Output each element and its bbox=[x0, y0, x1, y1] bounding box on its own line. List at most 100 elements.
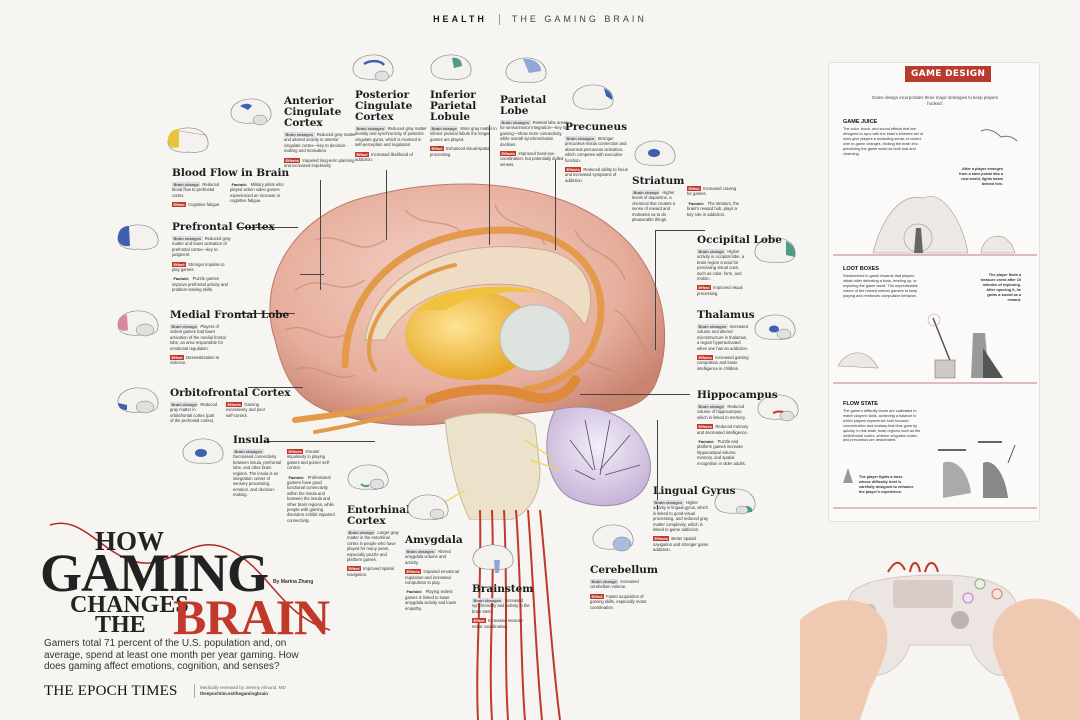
brain-thumbnail-icon bbox=[634, 140, 676, 166]
intro-paragraph: Gamers total 71 percent of the U.S. popu… bbox=[44, 638, 299, 672]
brain-changes-tag: Brain changes bbox=[500, 120, 531, 125]
effect-text: Improved visual processing. bbox=[697, 285, 743, 296]
brain-change-text: More gray matter in inferior parietal lo… bbox=[430, 126, 497, 142]
brain-changes-tag: Brain changes bbox=[172, 236, 203, 241]
eagle-sketch-icon bbox=[980, 129, 1018, 142]
effect-text: Cognitive fatigue. bbox=[188, 202, 221, 208]
effect-tag: Effect bbox=[430, 146, 445, 152]
effect-tag: Effect bbox=[472, 618, 487, 624]
effect-text: Improved spatial navigation. bbox=[347, 566, 394, 577]
brain-change-tag: Brain change bbox=[697, 404, 726, 409]
brain-change-text: Reduced blood flow to prefrontal cortex. bbox=[172, 182, 220, 198]
game-design-subtitle: Game design incorporates three major str… bbox=[871, 95, 999, 106]
brain-thumbnail-icon bbox=[352, 54, 394, 82]
region-title: Insula bbox=[233, 434, 270, 446]
region-title: Brainstem bbox=[472, 583, 534, 595]
brain-change-text: Larger gray matter in the entorhinal cor… bbox=[347, 530, 399, 563]
leader-line bbox=[248, 387, 303, 388]
region-title: Prefrontal Cortex bbox=[172, 221, 275, 233]
brain-change-tag: Brain change bbox=[170, 402, 199, 407]
effect-text: Gaming excessively and poor self-control… bbox=[226, 402, 266, 418]
leader-line bbox=[655, 230, 656, 350]
effects-tag: Effects bbox=[405, 569, 422, 575]
leader-line bbox=[555, 160, 556, 250]
factoid-tag: Factoid: bbox=[231, 182, 248, 187]
effects-tag: Effects bbox=[284, 157, 301, 163]
effect-text: Increased craving for games. bbox=[687, 186, 737, 197]
brain-changes-tag: Brain changes bbox=[653, 500, 684, 505]
effect-text: Increased sensory-motor coordination. bbox=[472, 618, 524, 629]
title-brain: BRAIN bbox=[173, 589, 330, 645]
caption-treasure: The player finds a treasure chest after … bbox=[980, 273, 1021, 302]
brain-change-tag: Brain change bbox=[697, 249, 726, 254]
effects-tag: Effects bbox=[226, 402, 243, 407]
region-posterior-cingulate: Posterior Cingulate Cortex Brain changes… bbox=[355, 90, 427, 166]
region-title: Lingual Gyrus bbox=[653, 485, 736, 497]
brain-illustration bbox=[255, 170, 675, 521]
brain-change-text: Reduced volume of hippocampus, which is … bbox=[697, 404, 746, 420]
brain-change-text: Decreased connectivity between insula, p… bbox=[233, 454, 281, 498]
effect-tag: Effect bbox=[687, 186, 702, 191]
brain-thumbnail-icon bbox=[754, 237, 796, 263]
effect-text: Increased likelihood of addiction. bbox=[355, 151, 413, 163]
brain-sagittal-icon bbox=[269, 183, 666, 521]
brain-thumbnail-icon bbox=[167, 127, 209, 153]
factoid-tag: Factoid: bbox=[173, 276, 190, 282]
factoid-text: Puzzle games improve prefrontal activity… bbox=[172, 276, 228, 293]
brain-change-tag: Brain change bbox=[170, 324, 199, 329]
caption-boss: The player fights a boss whose difficult… bbox=[859, 475, 914, 494]
region-title: Posterior Cingulate Cortex bbox=[355, 89, 413, 123]
effect-tag: Effect bbox=[355, 151, 370, 157]
brain-thumbnail-icon bbox=[407, 494, 449, 520]
portal-scene-sketch-icon bbox=[833, 196, 1037, 256]
effect-text: Reduced memory and decreased intelligenc… bbox=[697, 424, 749, 435]
article-url[interactable]: theepochtim.es/thegamingbrain bbox=[200, 691, 269, 696]
effects-tag: Effects bbox=[565, 167, 582, 173]
leader-line bbox=[238, 227, 298, 228]
title-the: THE bbox=[95, 612, 146, 638]
brain-change-tag: Brain change bbox=[430, 126, 459, 131]
brain-changes-tag: Brain changes bbox=[405, 549, 436, 554]
brain-thumbnail-icon bbox=[757, 394, 799, 422]
effect-text: Reduced ability to focus and increased s… bbox=[565, 167, 628, 183]
effect-tag: Effect bbox=[590, 593, 605, 599]
effect-text: Impaired emotional regulation and increa… bbox=[405, 569, 459, 586]
region-title: Entorhinal Cortex bbox=[347, 504, 411, 527]
loot-boxes-section: LOOT BOXES Randomized in-game rewards th… bbox=[843, 266, 923, 299]
region-title: Anterior Cingulate Cortex bbox=[284, 95, 342, 129]
nerve-strands-icon bbox=[476, 510, 561, 720]
brain-changes-tag: Brain changes bbox=[233, 449, 264, 454]
effect-text: Faster acquisition of gaming skills, esp… bbox=[590, 593, 647, 610]
brain-change-text: Increased cerebellum volume. bbox=[590, 579, 639, 590]
section-heading: FLOW STATE bbox=[843, 401, 878, 407]
brain-thumbnail-icon bbox=[117, 224, 159, 250]
effect-tag: Effect bbox=[172, 202, 187, 208]
game-design-panel: GAME DESIGN Game design incorporates thr… bbox=[828, 62, 1040, 522]
boss-fight-sketch-icon bbox=[833, 441, 1037, 509]
factoid-text: Military pilots who played action video … bbox=[230, 182, 284, 204]
section-heading: GAME JUICE bbox=[843, 119, 878, 125]
region-title: Cerebellum bbox=[590, 564, 658, 576]
decorative-nerve-icon bbox=[49, 522, 331, 631]
brain-thumbnail-icon bbox=[430, 54, 472, 80]
brain-changes-tag: Brain changes bbox=[355, 126, 386, 131]
brain-changes-tag: Brain changes bbox=[697, 324, 728, 329]
effect-tag: Effect bbox=[347, 566, 362, 572]
brain-thumbnail-icon bbox=[182, 438, 224, 464]
region-title: Striatum bbox=[632, 175, 685, 187]
title-changes: CHANGES bbox=[70, 592, 189, 618]
topic-label: THE GAMING BRAIN bbox=[511, 14, 647, 24]
